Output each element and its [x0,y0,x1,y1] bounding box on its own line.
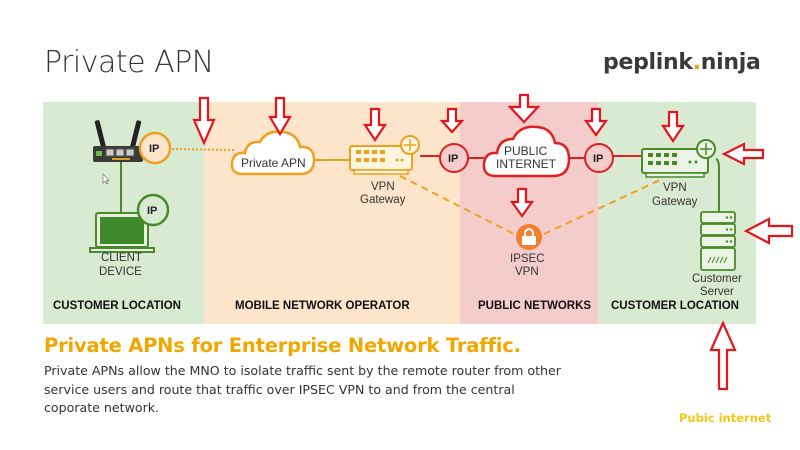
annotation-arrow-up-internet [709,320,737,391]
customer-server-label-line2: Server [700,286,734,298]
annotation-arrow-down-1 [192,96,216,146]
private-apn-label: Private APN [241,156,306,170]
vpn-gateway-customer-icon [641,139,716,178]
zone-label-customer-location-right: CUSTOMER LOCATION [611,300,739,312]
annotation-arrow-left-server [743,217,794,245]
svg-text:IP: IP [147,205,157,217]
svg-text:IP: IP [593,153,603,165]
ipsec-vpn-label-line2: VPN [515,266,539,278]
annotation-arrow-down-7 [509,187,535,218]
page-title: Private APN [44,45,214,80]
zone-label-customer-location-left: CUSTOMER LOCATION [53,300,181,312]
client-device-label-line1: CLIENT [101,252,142,264]
ip-badge-mno-side: IP [439,143,469,173]
ipsec-tunnel-left [399,175,515,235]
vpn-gateway-mno-label-line2: Gateway [360,194,406,206]
annotation-arrow-down-2 [268,96,292,137]
mouse-cursor-icon [102,173,110,185]
brand-name-part1: peplink [603,50,693,75]
ip-badge-laptop: IP [136,193,170,227]
ipsec-vpn-label-line1: IPSEC [510,253,545,265]
zone-label-mobile-network-operator: MOBILE NETWORK OPERATOR [235,300,410,312]
annotation-arrow-down-6 [583,107,609,137]
public-internet-label-line2: INTERNET [496,157,557,171]
svg-text:IP: IP [448,153,458,165]
brand-dot: . [692,50,701,75]
vpn-gateway-customer-label-line2: Gateway [652,196,698,208]
private-apn-cloud-icon [230,130,316,176]
svg-text:IP: IP [149,143,159,155]
brand-name-part2: ninja [700,50,761,75]
link-router-to-apn-dotted [171,148,236,151]
annotation-arrow-left-gateway [721,142,765,166]
annotation-arrow-down-5 [507,93,541,124]
ip-badge-router: IP [138,131,172,165]
annotation-arrow-down-4 [439,107,465,134]
cellular-router-icon [93,120,143,162]
vpn-gateway-mno-label-line1: VPN [371,181,395,193]
laptop-icon [89,212,155,253]
zone-label-public-networks: PUBLIC NETWORKS [478,300,591,312]
annotation-public-internet-label: Pubic internet [679,411,772,425]
zone-mobile-network-operator [204,102,460,324]
annotation-arrow-down-3 [362,107,388,142]
ipsec-lock-icon [516,224,542,250]
section-description: Private APNs allow the MNO to isolate tr… [44,363,561,415]
public-internet-cloud-icon [482,125,571,178]
client-device-label-line2: DEVICE [99,266,142,278]
customer-server-label-line1: Customer [692,273,742,285]
link-gateway-to-server [715,158,720,212]
customer-server-icon [700,211,736,271]
brand-logo: peplink.ninja [603,50,761,75]
public-internet-label-line1: PUBLIC [504,144,548,158]
vpn-gateway-customer-label-line1: VPN [663,182,687,194]
vpn-gateway-mno-icon [349,135,420,175]
annotation-arrow-down-8 [660,110,686,143]
ip-badge-customer-side: IP [584,143,614,173]
ipsec-tunnel-right [543,179,661,235]
section-subheading: Private APNs for Enterprise Network Traf… [44,334,521,357]
